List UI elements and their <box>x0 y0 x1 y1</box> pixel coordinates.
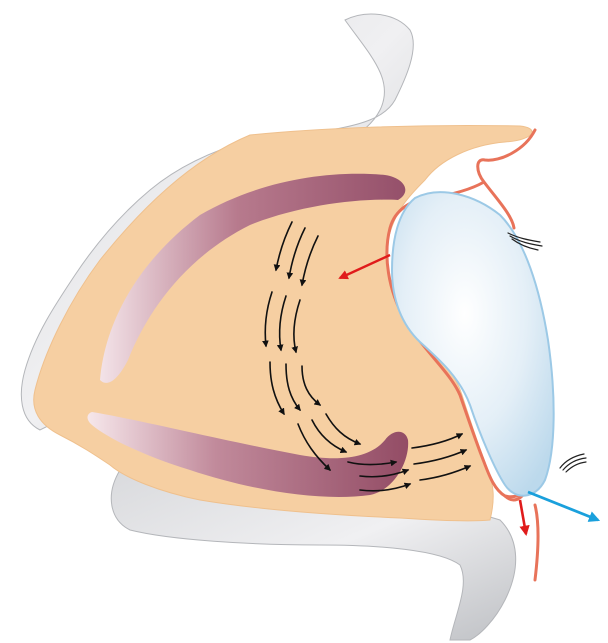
lower-suture <box>560 454 586 472</box>
downward-pressure-arrow <box>520 500 526 534</box>
outward-flow-arrow <box>528 492 598 520</box>
